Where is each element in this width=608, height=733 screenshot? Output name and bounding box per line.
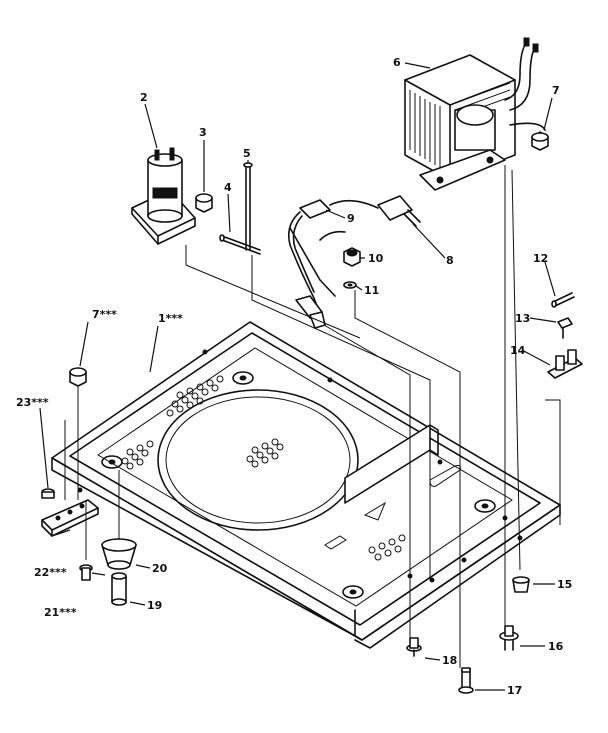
part-4-pin [219,234,261,255]
part-3-nut [195,193,213,213]
callout-6: 6 [393,56,401,69]
part-13-screw [557,317,573,339]
part-17-screw [458,667,474,694]
part-16-screw [499,625,519,651]
part-11-washer [343,281,357,289]
callout-13: 13 [515,312,530,325]
callout-7-upper: 7 [552,84,560,97]
callout-10: 10 [368,252,384,265]
callout-11: 11 [364,284,379,297]
part-23-nut [41,488,55,499]
callout-4: 4 [224,181,232,194]
vent-holes-rear [166,375,224,417]
part-18-screw [406,637,422,657]
callout-20: 20 [152,562,168,575]
callout-22: 22*** [34,566,67,579]
callout-23: 23*** [16,396,49,409]
part-22-bracket [41,499,99,537]
part-7-nut-lower [69,367,87,387]
callout-3: 3 [199,126,207,139]
part-21-screw [79,564,93,581]
base-plate [51,321,561,649]
part-20-foot [101,538,137,570]
callout-12: 12 [533,252,548,265]
foot-boss-right [474,499,496,513]
callout-17: 17 [507,684,522,697]
callout-7-lower: 7*** [92,308,117,321]
callout-18: 18 [442,654,457,667]
transformer [404,37,546,191]
callout-2: 2 [140,91,148,104]
vent-holes-front [368,534,406,561]
assembly-lines [64,165,561,668]
capacitor [131,147,196,245]
callouts: 1*** 2 3 4 5 6 7 7*** 8 9 10 11 12 13 14… [16,56,572,697]
part-10-nut [343,247,361,267]
part-14-terminal [547,349,583,379]
part-12-pin [551,292,575,308]
foot-boss-left [101,455,123,469]
callout-5: 5 [243,147,251,160]
callout-16: 16 [548,640,564,653]
part-19-pin [111,572,127,606]
foot-boss-rear [232,371,254,385]
callout-15: 15 [557,578,572,591]
callout-8: 8 [446,254,454,267]
power-cord [287,195,421,329]
callout-9: 9 [347,212,355,225]
callout-14: 14 [510,344,526,357]
part-7-nut-upper [531,131,549,151]
callout-21: 21*** [44,606,77,619]
part-5-screw [243,162,253,251]
part-15-cap [512,576,530,593]
foot-boss-front [342,585,364,599]
callout-19: 19 [147,599,162,612]
callout-1: 1*** [158,312,183,325]
leader-lines [39,62,557,691]
vent-holes-center [246,438,284,468]
